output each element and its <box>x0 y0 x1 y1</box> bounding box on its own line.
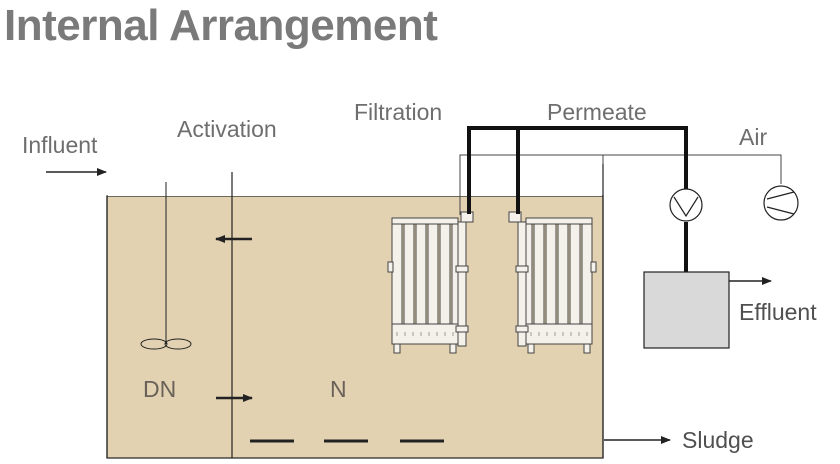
zone-n-label: N <box>330 376 347 402</box>
air-label: Air <box>739 124 768 150</box>
zone-dn-label: DN <box>143 376 177 402</box>
mixer <box>140 182 192 350</box>
tank-top-mask <box>108 190 602 196</box>
air-line <box>459 154 782 215</box>
sludge-label: Sludge <box>682 427 754 453</box>
influent-label: Influent <box>22 132 98 158</box>
membrane-module-1 <box>387 211 474 354</box>
permeate-line <box>467 126 688 214</box>
activation-label: Activation <box>177 116 277 142</box>
membrane-module-1-details <box>396 332 454 336</box>
membrane-module-2-details <box>530 332 588 336</box>
effluent-label: Effluent <box>739 299 817 325</box>
air-blower-icon <box>763 185 799 221</box>
membrane-module-2 <box>508 211 597 354</box>
permeate-pump-icon <box>669 188 703 222</box>
permeate-label: Permeate <box>547 99 647 125</box>
page-title: Internal Arrangement <box>4 1 438 50</box>
filtration-label: Filtration <box>354 99 443 125</box>
effluent-box <box>643 271 730 349</box>
